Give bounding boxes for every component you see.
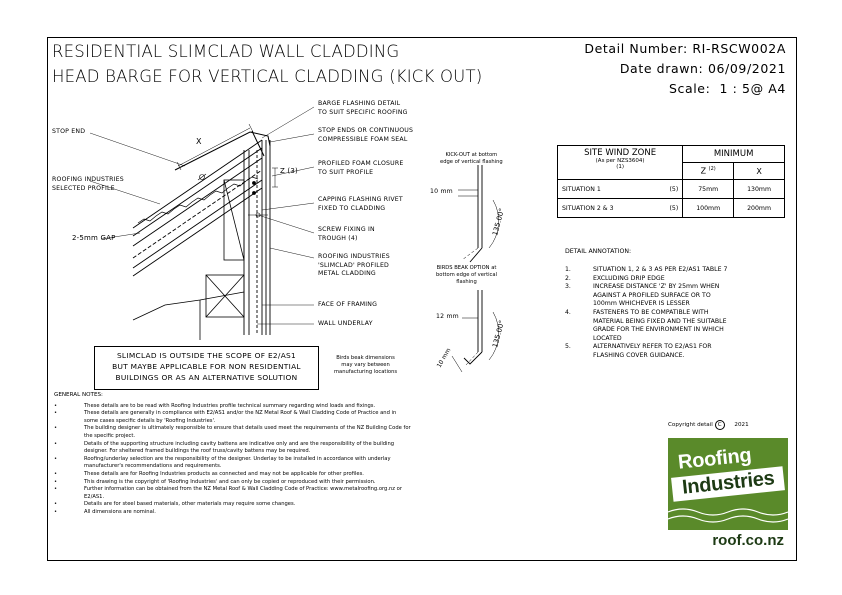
roofing-industries-logo: Roofing Industries roof.co.nz xyxy=(667,438,789,550)
birdsbeak-detail xyxy=(451,290,499,373)
birdsbeak-dim-10-label: 10 mm xyxy=(436,347,453,369)
drawing-frame xyxy=(47,37,797,561)
birdsbeak-note: Birds beak dimensions may vary between m… xyxy=(334,355,398,375)
roof-assembly xyxy=(132,139,263,277)
label-gap: 2-5mm GAP xyxy=(72,234,116,242)
copyright-icon: C xyxy=(714,420,725,430)
logo-graphic xyxy=(667,438,789,530)
kickout-title: KICK-OUT at bottom edge of vertical flas… xyxy=(440,152,503,165)
scale-value: 1 : 5@ A4 xyxy=(719,81,786,96)
table-head-zone: SITE WIND ZONE (As per NZS3604) (1) xyxy=(556,145,684,180)
general-notes-title: GENERAL NOTES: xyxy=(54,392,103,398)
detail-number-label: Detail Number: xyxy=(584,41,688,56)
general-note-item: •These details are to be read with Roofi… xyxy=(54,402,376,409)
general-note-item: designer. For sheltered framed buildings… xyxy=(54,448,524,456)
bullet-icon: • xyxy=(54,440,58,447)
label-capping-rivet: CAPPING FLASHING RIVET FIXED TO CLADDING xyxy=(318,196,403,212)
label-stop-end: STOP END xyxy=(52,128,86,135)
kickout-detail xyxy=(458,165,499,263)
general-note-item: •The building designer is ultimately res… xyxy=(54,425,411,432)
date-drawn-value: 06/09/2021 xyxy=(707,61,786,76)
general-note-item: •These details are for Roofing Industrie… xyxy=(54,470,364,477)
detail-number-value: RI-RSCW002A xyxy=(692,41,786,56)
general-note-item: •This drawing is the copyright of 'Roofi… xyxy=(54,478,376,485)
label-stop-ends-foam: STOP ENDS OR CONTINUOUS COMPRESSIBLE FOA… xyxy=(318,127,414,143)
leader-lines xyxy=(89,106,315,325)
bullet-icon xyxy=(54,463,84,471)
annotation-item: 4. FASTENERS TO BE COMPATIBLE WITH MATER… xyxy=(565,308,727,342)
scale-label: Scale: xyxy=(668,81,711,96)
drawing-title-line1: RESIDENTIAL SLIMCLAD WALL CLADDING xyxy=(52,42,400,61)
detail-number: Detail Number: RI-RSCW002A xyxy=(584,41,786,56)
date-drawn: Date drawn: 06/09/2021 xyxy=(620,61,786,76)
bullet-icon: • xyxy=(54,501,58,508)
bullet-icon: • xyxy=(54,486,58,493)
general-note-item: the specific project. xyxy=(54,433,524,441)
kickout-angle-label: 135.00° xyxy=(491,207,506,236)
copyright: Copyright detail C 2021 xyxy=(668,420,749,430)
general-notes-list: •These details are to be read with Roofi… xyxy=(54,403,524,517)
fixings xyxy=(197,173,268,218)
table-head-minimum: MINIMUM xyxy=(682,145,785,163)
annotation-list: 1. SITUATION 1, 2 & 3 AS PER E2/AS1 TABL… xyxy=(565,266,727,361)
annotation-item: 3. INCREASE DISTANCE 'Z' BY 25mm WHEN AG… xyxy=(565,283,720,308)
annotation-item: 1. SITUATION 1, 2 & 3 AS PER E2/AS1 TABL… xyxy=(565,266,728,273)
date-drawn-label: Date drawn: xyxy=(619,61,704,76)
dimension-z xyxy=(272,167,278,188)
label-roofing-profile: ROOFING INDUSTRIES SELECTED PROFILE xyxy=(52,176,124,192)
bullet-icon xyxy=(54,448,84,456)
birdsbeak-dim-12: 12 mm xyxy=(436,313,459,320)
birdsbeak-title: BIRDS BEAK OPTION at bottom edge of vert… xyxy=(436,265,498,285)
bullet-icon: • xyxy=(54,470,58,477)
label-dim-x: X xyxy=(196,137,202,146)
annotation-title: DETAIL ANNOTATION: xyxy=(565,248,632,255)
drawing-title-line2: HEAD BARGE FOR VERTICAL CLADDING (KICK O… xyxy=(52,67,483,86)
bullet-icon: • xyxy=(54,410,58,417)
scale: Scale: 1 : 5@ A4 xyxy=(669,81,786,96)
label-slimclad: ROOFING INDUSTRIES 'SLIMCLAD' PROFILED M… xyxy=(318,253,390,278)
general-note-item: •Details of the supporting structure inc… xyxy=(54,440,395,447)
table-head-z: Z (2) xyxy=(682,162,735,180)
general-note-item: E2/AS1. xyxy=(54,494,524,502)
label-screw-fixing: SCREW FIXING IN TROUGH (4) xyxy=(318,226,375,242)
annotation-item: 2. EXCLUDING DRIP EDGE xyxy=(565,274,665,282)
table-row: SITUATION 1 (5) 75mm 130mm xyxy=(556,179,785,199)
bullet-icon: • xyxy=(54,478,58,485)
general-note-item: •Details are for steel based materials, … xyxy=(54,501,296,508)
general-note-item: •Roofing/underlay selection are the resp… xyxy=(54,455,391,462)
wall-assembly xyxy=(243,140,271,335)
bullet-icon xyxy=(54,433,84,441)
bullet-icon xyxy=(54,494,84,502)
general-note-item: •Further information can be obtained fro… xyxy=(54,486,402,493)
logo-url: roof.co.nz xyxy=(712,532,784,549)
general-notes: GENERAL NOTES: •These details are to be … xyxy=(54,392,524,517)
label-profiled-foam: PROFILED FOAM CLOSURE TO SUIT PROFILE xyxy=(318,160,404,176)
label-face-framing: FACE OF FRAMING xyxy=(318,301,378,308)
scope-note-box: SLIMCLAD IS OUTSIDE THE SCOPE OF E2/AS1 … xyxy=(94,346,319,390)
kickout-dim-10: 10 mm xyxy=(430,188,453,195)
bullet-icon: • xyxy=(54,455,58,462)
bullet-icon: • xyxy=(54,508,58,515)
label-barge-flashing: BARGE FLASHING DETAIL TO SUIT SPECIFIC R… xyxy=(318,100,408,116)
birdsbeak-angle-label: 135.00° xyxy=(491,319,506,348)
label-wall-underlay: WALL UNDERLAY xyxy=(318,320,373,327)
site-wind-zone-table: SITE WIND ZONE (As per NZS3604) (1) MINI… xyxy=(556,145,785,218)
barge-flashing xyxy=(174,123,271,171)
general-note-item: •All dimensions are nominal. xyxy=(54,508,156,515)
annotation-item: 5. ALTERNATIVELY REFER TO E2/AS1 FOR FLA… xyxy=(565,343,712,359)
table-head-x: X xyxy=(733,162,785,180)
label-dim-z: Z (3) xyxy=(280,167,298,175)
bullet-icon xyxy=(54,418,84,426)
bullet-icon: • xyxy=(54,402,58,409)
general-note-item: •These details are generally in complian… xyxy=(54,410,397,417)
bullet-icon: • xyxy=(54,425,58,432)
general-note-item: some cases specific details by 'Roofing … xyxy=(54,418,524,426)
general-note-item: manufacturer's recommendations and requi… xyxy=(54,463,524,471)
timber-framing xyxy=(132,179,245,340)
table-row: SITUATION 2 & 3 (5) 100mm 200mm xyxy=(556,198,785,218)
